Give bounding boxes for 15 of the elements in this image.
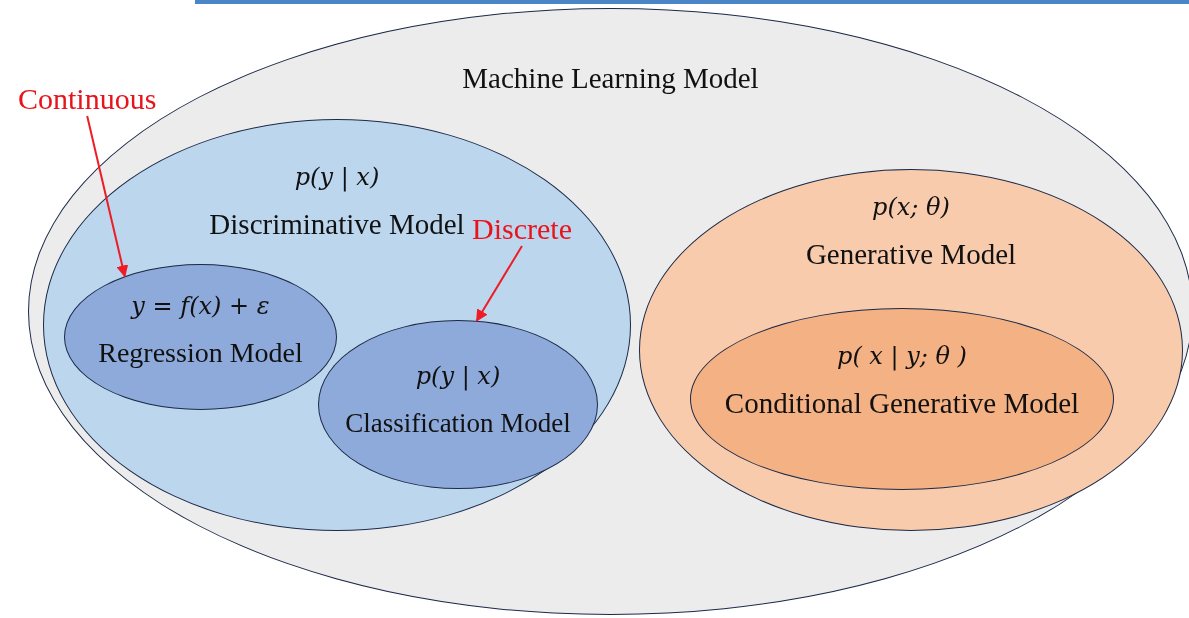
model-label: Discriminative Model [209,207,465,241]
formula: p(x; θ) [872,192,950,223]
formula: p( x | y; θ ) [837,341,967,373]
annotation-text: Continuous [18,82,157,116]
model-label: Generative Model [805,237,1017,271]
formula: p(y | x) [415,361,501,393]
arrow [86,115,129,278]
arrow [475,245,523,322]
annotation-text: Discrete [472,212,572,246]
model-label: Conditional Generative Model [724,386,1080,420]
model-label: Regression Model [98,336,303,370]
formula: p(y | x) [294,162,380,194]
formula: y = f(x) + ε [131,291,270,322]
model-label: Classification Model [345,407,571,440]
region-title: Machine Learning Model [462,61,759,95]
